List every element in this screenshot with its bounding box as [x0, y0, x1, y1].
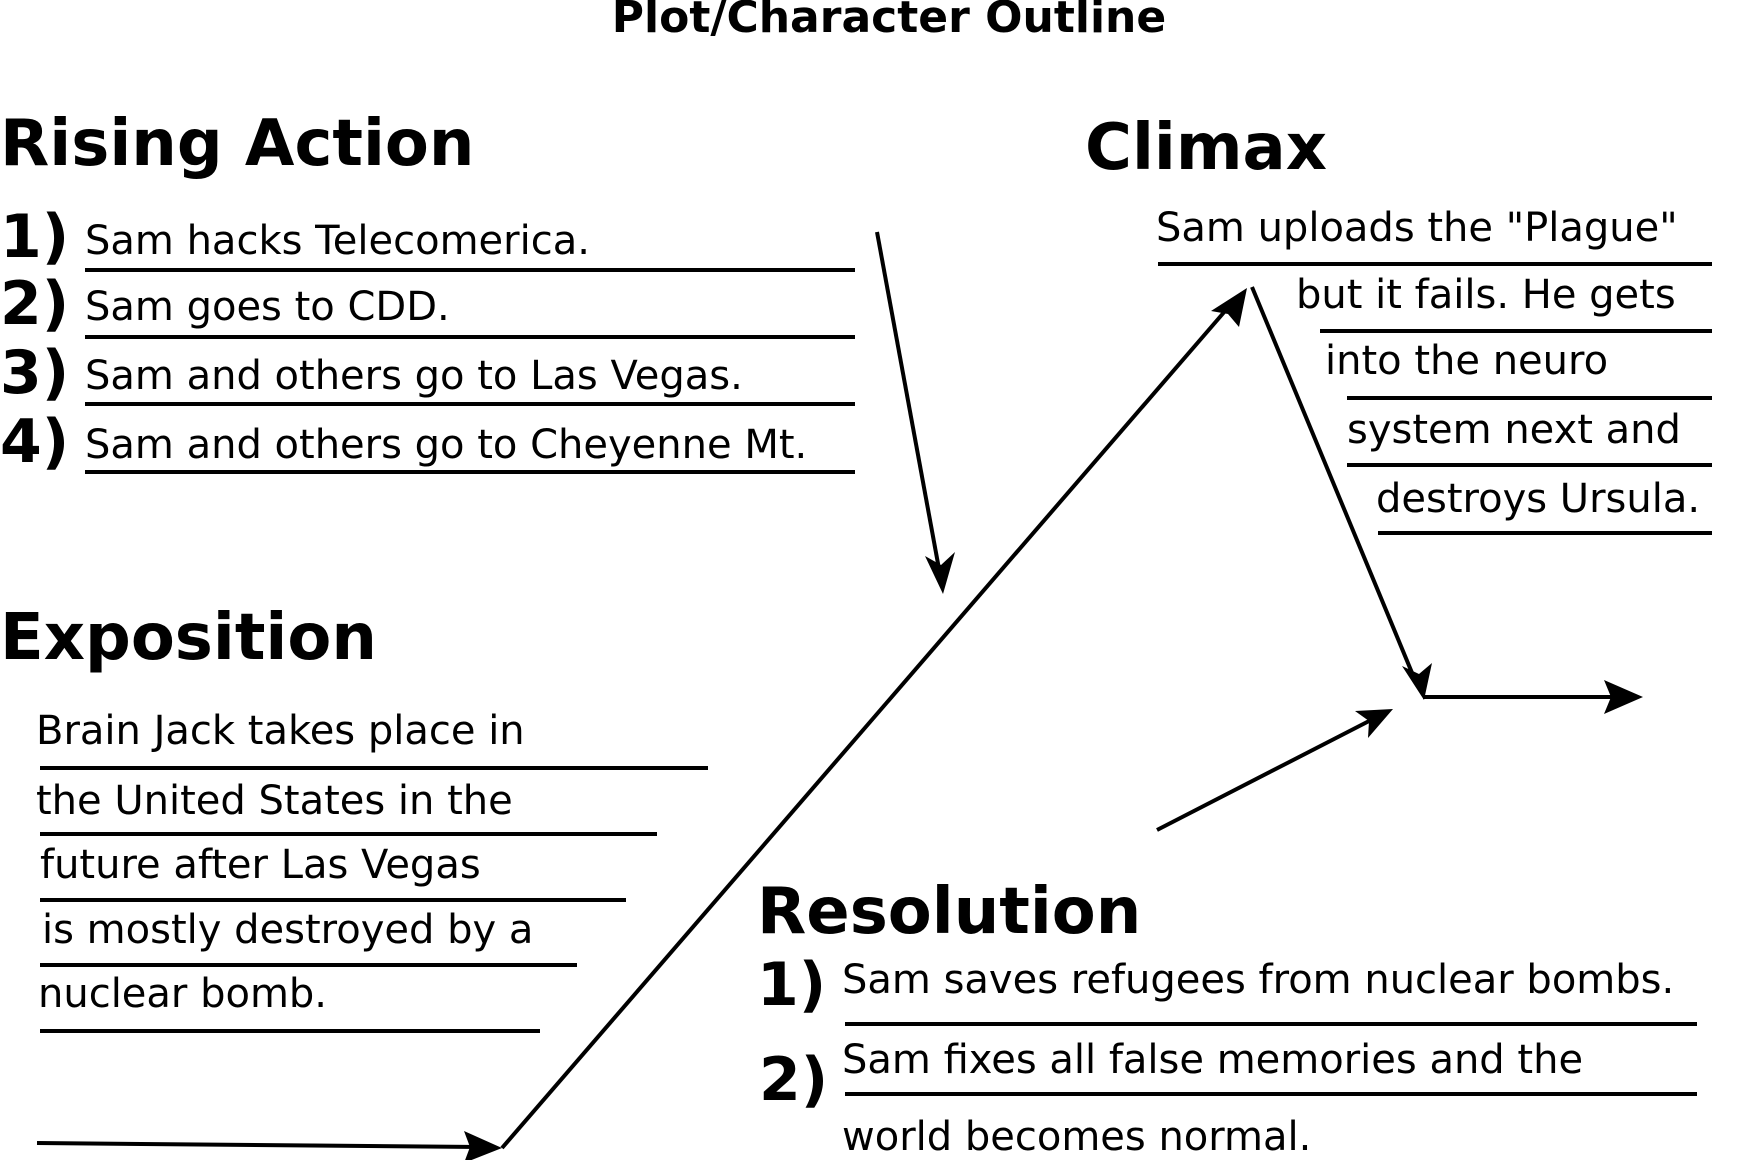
climax-heading: Climax — [1085, 111, 1327, 185]
exposition-underlines — [40, 766, 708, 1033]
rising-item-3-text: Sam and others go to Las Vegas. — [85, 353, 743, 399]
climax-line-2: but it fails. He gets — [1296, 272, 1676, 318]
rising-item-3-number: 3) — [0, 338, 70, 408]
rising-slope — [500, 301, 1234, 1150]
page-title: Plot/Character Outline — [611, 0, 1167, 43]
climax-line-5: destroys Ursula. — [1376, 476, 1701, 522]
plot-arc — [36, 231, 1615, 1150]
rising-item-2-text: Sam goes to CDD. — [85, 284, 450, 330]
rising-item-4-number: 4) — [0, 407, 70, 477]
falling-arrowhead — [1402, 663, 1432, 700]
climax-line-4: system next and — [1347, 407, 1681, 453]
rising-action-heading: Rising Action — [0, 107, 475, 181]
rising-action-pointer — [875, 231, 941, 570]
climax-line-1: Sam uploads the "Plague" — [1156, 205, 1678, 251]
climax-underlines — [1158, 262, 1712, 535]
arrowheads — [464, 288, 1643, 1160]
rising-item-2-number: 2) — [0, 269, 70, 339]
resolution-pointer-arrowhead — [1355, 709, 1393, 738]
resolution-pointer — [1156, 717, 1374, 832]
resolution-underlines — [845, 1022, 1697, 1096]
climax-line-3: into the neuro — [1325, 338, 1609, 384]
rising-item-1-text: Sam hacks Telecomerica. — [85, 218, 590, 264]
exposition-heading: Exposition — [0, 601, 377, 675]
resolution-item-1-line-1: Sam saves refugees from nuclear bombs. — [842, 957, 1675, 1003]
rising-action-underlines — [85, 268, 855, 474]
resolution-item-1-number: 1) — [757, 950, 827, 1020]
rising-action-arrowhead — [925, 552, 955, 594]
rising-item-4-text: Sam and others go to Cheyenne Mt. — [85, 422, 808, 468]
exposition-baseline — [36, 1141, 481, 1149]
exposition-line-1: Brain Jack takes place in — [36, 708, 525, 754]
exposition-line-2: the United States in the — [36, 778, 513, 824]
resolution-arrowhead — [1604, 680, 1643, 714]
exposition-line-3: future after Las Vegas — [40, 842, 481, 888]
resolution-item-2-line-2: world becomes normal. — [842, 1114, 1312, 1160]
rising-item-1-number: 1) — [0, 202, 70, 272]
climax-arrowhead — [1211, 288, 1247, 327]
falling-slope — [1250, 286, 1417, 681]
exposition-line-5: nuclear bomb. — [38, 971, 328, 1017]
resolution-heading: Resolution — [757, 875, 1142, 949]
exposition-line-4: is mostly destroyed by a — [42, 907, 534, 953]
resolution-item-2-line-1: Sam fixes all false memories and the — [842, 1037, 1584, 1083]
exposition-arrowhead — [464, 1131, 502, 1160]
resolution-item-2-number: 2) — [759, 1045, 829, 1115]
